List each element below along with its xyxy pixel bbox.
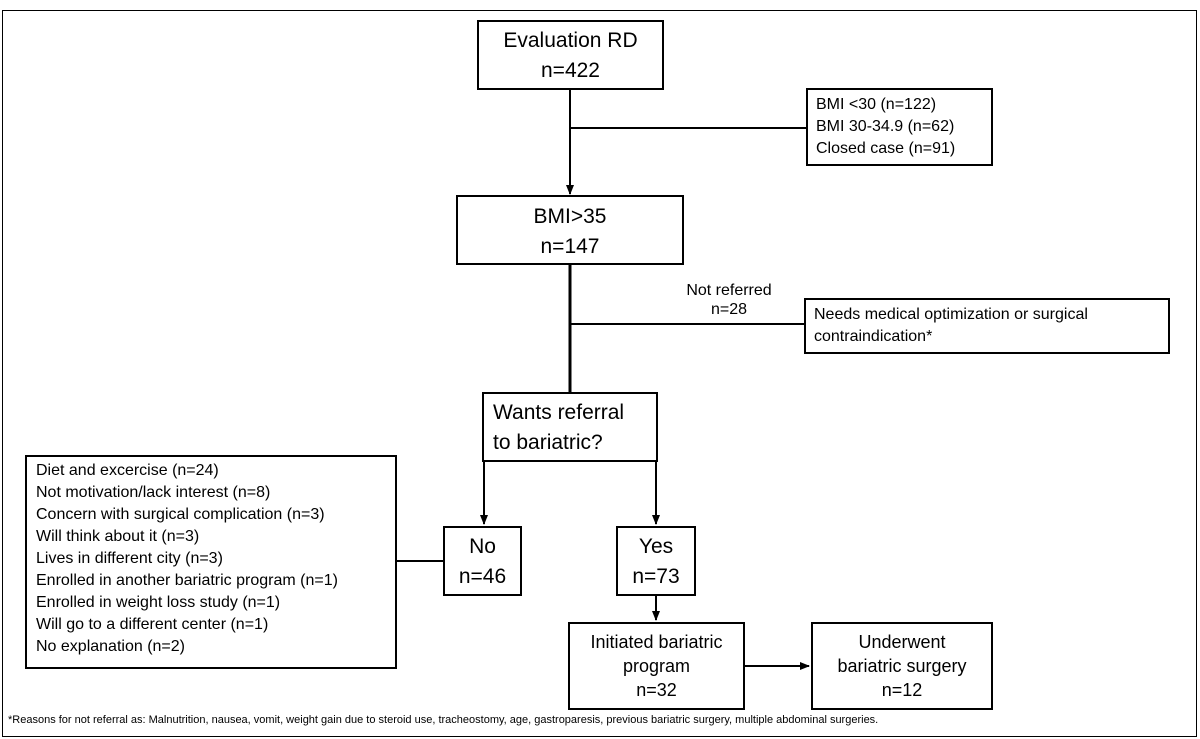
question-box: Wants referral to bariatric? — [482, 392, 658, 462]
surgery-box: Underwent bariatric surgery n=12 — [811, 622, 993, 710]
not-referred-label: Not referred n=28 — [664, 280, 794, 321]
question-line-1: Wants referral — [493, 401, 625, 424]
not-referred-count: n=28 — [710, 301, 748, 318]
evaluation-title: Evaluation RD — [503, 29, 638, 52]
reason-item: Will go to a different center (n=1) — [36, 616, 269, 633]
bmi-title: BMI>35 — [533, 205, 607, 228]
evaluation-box: Evaluation RD n=422 — [477, 20, 664, 90]
bmi-count: n=147 — [540, 235, 600, 258]
reason-item: Enrolled in another bariatric program (n… — [36, 572, 338, 589]
evaluation-count: n=422 — [541, 59, 600, 82]
diagram-frame — [2, 10, 1197, 737]
initiated-line-1: Initiated bariatric — [590, 632, 723, 652]
reason-item: Not motivation/lack interest (n=8) — [36, 484, 271, 501]
not-referred-text: Not referred — [686, 282, 772, 299]
no-box: No n=46 — [443, 526, 522, 596]
reason-item: Lives in different city (n=3) — [36, 550, 223, 567]
initiated-line-2: program — [622, 656, 691, 676]
yes-box: Yes n=73 — [616, 526, 696, 596]
reason-item: Will think about it (n=3) — [36, 528, 200, 545]
reasons-box: Diet and excercise (n=24) Not motivation… — [25, 455, 397, 669]
excluded-item: Closed case (n=91) — [816, 140, 956, 157]
excluded-item: BMI <30 (n=122) — [816, 96, 937, 113]
initiated-box: Initiated bariatric program n=32 — [568, 622, 745, 710]
reason-item: Diet and excercise (n=24) — [36, 462, 219, 479]
initiated-count: n=32 — [636, 680, 677, 700]
no-label: No — [469, 535, 496, 558]
yes-count: n=73 — [632, 565, 680, 588]
question-line-2: to bariatric? — [493, 431, 603, 454]
reason-item: No explanation (n=2) — [36, 638, 185, 655]
excluded-list: BMI <30 (n=122) BMI 30-34.9 (n=62) Close… — [816, 94, 991, 160]
surgery-line-1: Underwent — [858, 632, 946, 652]
bmi-box: BMI>35 n=147 — [456, 195, 684, 265]
surgery-line-2: bariatric surgery — [837, 656, 967, 676]
medical-text: Needs medical optimization or surgical c… — [814, 306, 1088, 345]
yes-label: Yes — [638, 535, 674, 558]
reason-item: Enrolled in weight loss study (n=1) — [36, 594, 281, 611]
footnote: *Reasons for not referral as: Malnutriti… — [8, 714, 879, 726]
surgery-count: n=12 — [881, 680, 923, 700]
medical-box: Needs medical optimization or surgical c… — [804, 298, 1170, 354]
reasons-list: Diet and excercise (n=24) Not motivation… — [36, 460, 395, 658]
excluded-item: BMI 30-34.9 (n=62) — [816, 118, 955, 135]
no-count: n=46 — [458, 565, 507, 588]
excluded-box: BMI <30 (n=122) BMI 30-34.9 (n=62) Close… — [806, 88, 993, 166]
reason-item: Concern with surgical complication (n=3) — [36, 506, 325, 523]
